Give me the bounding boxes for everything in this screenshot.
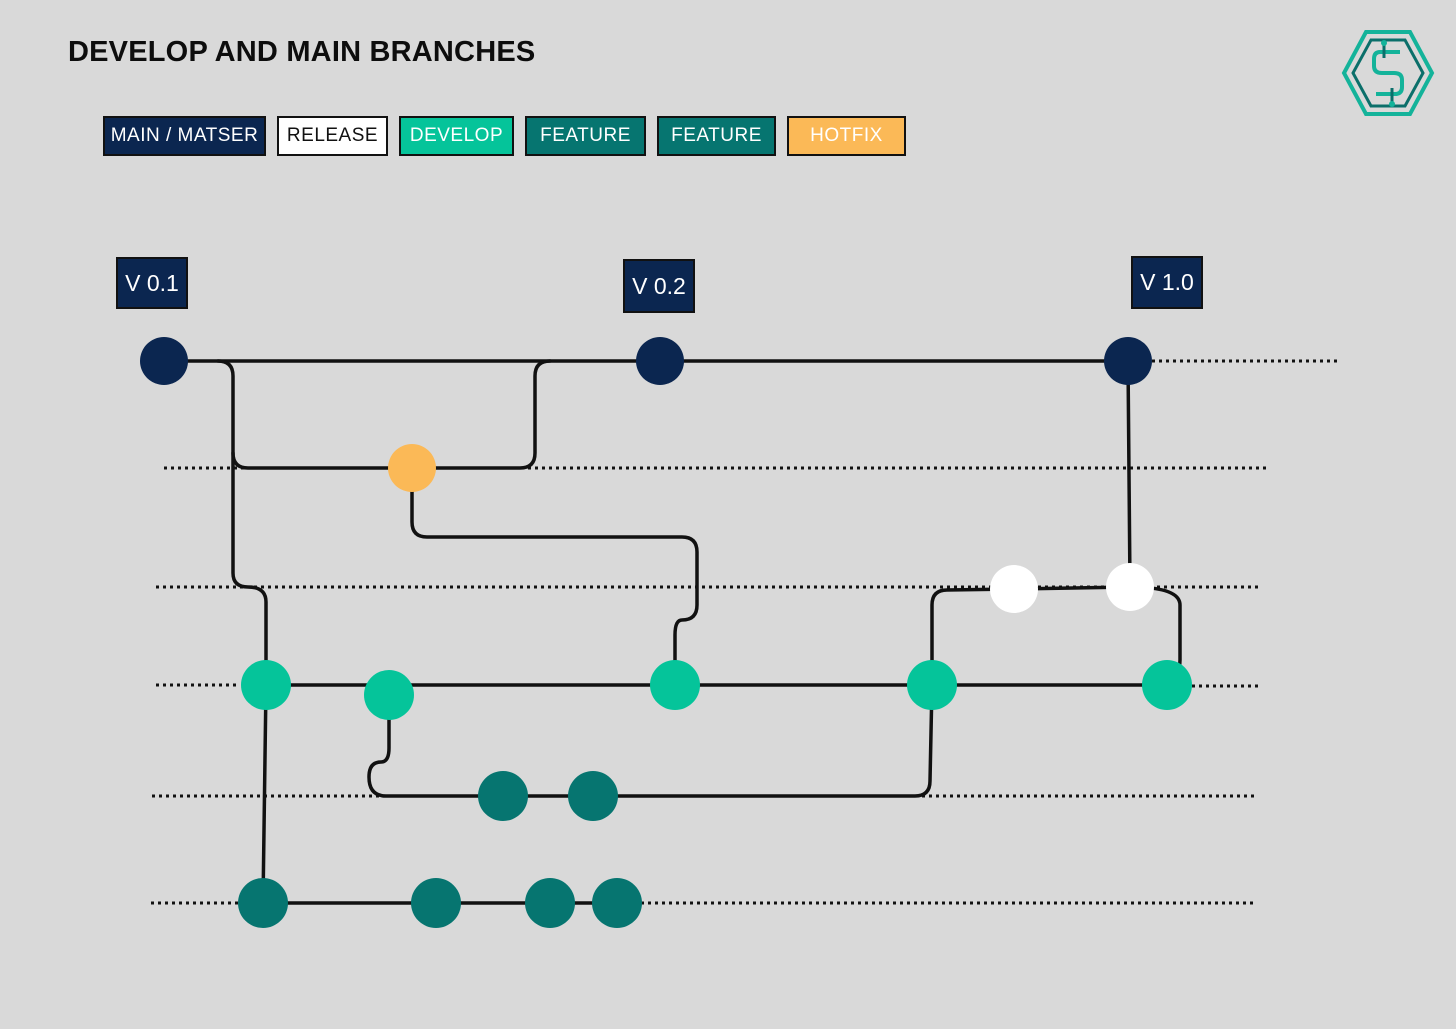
legend-feature-1: FEATURE [525,116,646,156]
version-tag-0-1: V 0.1 [116,257,188,309]
develop-commit-5 [1142,660,1192,710]
develop-commit-4 [907,660,957,710]
legend-feature-1-label: FEATURE [540,125,631,146]
version-tag-1-0: V 1.0 [1131,256,1203,309]
legend-main: MAIN / MATSER [103,116,266,156]
develop-to-feature-2-connector [261,683,268,905]
feature-to-develop-connector [501,683,934,798]
legend-hotfix-label: HOTFIX [810,125,883,146]
legend-feature-2: FEATURE [657,116,776,156]
feature-commit-2b [411,878,461,928]
branch-connectors [162,359,1182,905]
develop-to-feature-connector [367,693,505,798]
hotfix-to-main-connector [410,359,552,470]
develop-commit-1 [241,660,291,710]
feature-commit-1b [568,771,618,821]
legend-release: RELEASE [277,116,388,156]
hotfix-to-develop-connector [410,466,699,687]
legend-develop: DEVELOP [399,116,514,156]
legend-release-label: RELEASE [286,125,379,146]
main-to-develop-connector [231,451,268,687]
main-commit-v0-1 [140,337,188,385]
commit-nodes [140,337,1192,928]
feature-commit-2d [592,878,642,928]
release-to-main-connector [1126,359,1132,589]
release-commit-2 [1106,563,1154,611]
version-tag-0-1-label: V 0.1 [125,269,179,296]
version-tag-0-2: V 0.2 [623,259,695,313]
hexagon-circuit-s-logo-icon [1341,30,1435,116]
feature-commit-2a [238,878,288,928]
release-commit-1 [990,565,1038,613]
legend-main-label: MAIN / MATSER [110,125,259,146]
main-commit-v1-0 [1104,337,1152,385]
main-to-hotfix-connector [216,359,414,470]
page-title: DEVELOP AND MAIN BRANCHES [68,36,536,68]
hotfix-commit [388,444,436,492]
develop-commit-2 [364,670,414,720]
develop-commit-3 [650,660,700,710]
legend-feature-2-label: FEATURE [671,125,762,146]
version-tag-0-2-label: V 0.2 [632,272,686,299]
feature-commit-1a [478,771,528,821]
main-commit-v0-2 [636,337,684,385]
legend-develop-label: DEVELOP [409,125,504,146]
version-tag-1-0-label: V 1.0 [1140,269,1194,295]
feature-commit-2c [525,878,575,928]
legend-hotfix: HOTFIX [787,116,906,156]
dotted-lanes [151,359,1338,905]
